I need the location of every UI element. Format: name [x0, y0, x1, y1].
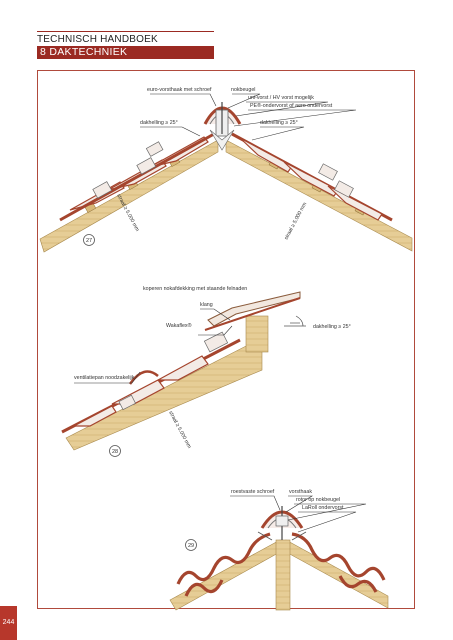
fig28-tile-noses	[118, 331, 229, 411]
fig29-number-badge: 29	[185, 539, 197, 551]
chapter-title: 8 DAKTECHNIEK	[37, 46, 214, 59]
fig29-ridge-tile	[257, 506, 307, 541]
figure-28: koperen nokafdekking met staande felnade…	[61, 286, 351, 457]
fig27-rafter-right	[225, 139, 413, 252]
header-top-rule	[37, 31, 214, 32]
fig27-label-underlay: PE®-ondervorst of aero ondervorst	[250, 102, 333, 109]
fig27-spans: straal ≥ 5.000 mm straal ≥ 5.000 mm	[115, 193, 308, 241]
fig28-ridge-beam	[245, 315, 269, 353]
fig27-leaders	[140, 93, 357, 141]
fig27-tiles-right	[231, 132, 393, 222]
fig29-tiles-right	[291, 532, 386, 593]
fig29-labels: roestvaste schroef vorsthaak rotor op no…	[231, 489, 344, 511]
fig29-rafter-right	[285, 539, 389, 609]
fig29-leaders	[230, 495, 367, 533]
page-number: 244	[0, 606, 17, 640]
fig28-label-copper: koperen nokafdekking met staande felnade…	[143, 286, 247, 292]
fig28-number-badge: 28	[109, 445, 121, 457]
fig27-label-pitch-right: dakhelling ≥ 25°	[260, 120, 298, 126]
fig27-label-pitch-left: dakhelling ≥ 25°	[140, 120, 178, 126]
fig28-label-vent: ventilatiepan noodzakelijk	[74, 375, 135, 381]
figure-29: roestvaste schroef vorsthaak rotor op no…	[169, 489, 389, 611]
fig29-label-rotor: rotor op nokbeugel	[296, 497, 340, 503]
fig28-pitch-arc	[284, 315, 306, 327]
fig27-tiles-left	[59, 132, 215, 222]
fig29-rafter-left	[169, 539, 281, 611]
figure-frame	[37, 70, 415, 609]
figure-27: euro-vorsthaak met schroef nokbeugel uni…	[39, 87, 413, 253]
fig27-label-bracket: nokbeugel	[231, 87, 255, 93]
fig29-label-screw: roestvaste schroef	[231, 489, 275, 495]
fig27-tile-noses-left	[92, 141, 164, 199]
fig27-labels: euro-vorsthaak met schroef nokbeugel uni…	[140, 87, 333, 126]
fig27-label-uni-ridge: uni-vorst / HV vorst mogelijk	[248, 95, 314, 101]
fig27-tile-noses-right	[318, 163, 354, 198]
svg-text:27: 27	[86, 238, 92, 244]
fig29-tiles-left	[176, 532, 271, 597]
fig29-label-underlay: LaRoll ondervorst	[302, 505, 344, 511]
fig27-number-badge: 27	[83, 234, 95, 246]
fig28-labels: koperen nokafdekking met staande felnade…	[74, 286, 351, 381]
svg-text:28: 28	[112, 449, 118, 455]
fig28-leaders	[74, 308, 300, 384]
fig27-ridge-tile	[203, 102, 242, 151]
fig28-rafter	[65, 343, 263, 451]
fig28-tiles	[61, 338, 241, 434]
fig29-ridge-post	[275, 539, 291, 611]
fig28-label-pitch: dakhelling ≥ 25°	[313, 324, 351, 330]
fig27-label-hook: euro-vorsthaak met schroef	[147, 87, 212, 93]
fig28-label-clamp: klang	[200, 302, 213, 308]
fig28-span: straal ≥ 5.000 mm	[167, 410, 192, 449]
handbook-title: TECHNISCH HANDBOEK	[37, 34, 158, 45]
fig27-rafter-left	[39, 139, 219, 253]
svg-text:29: 29	[188, 543, 194, 549]
fig29-label-hook: vorsthaak	[289, 489, 312, 495]
fig28-label-wakaflex: Wakaflex®	[166, 322, 192, 329]
fig27-span-right: straal ≥ 5.000 mm	[283, 201, 308, 240]
